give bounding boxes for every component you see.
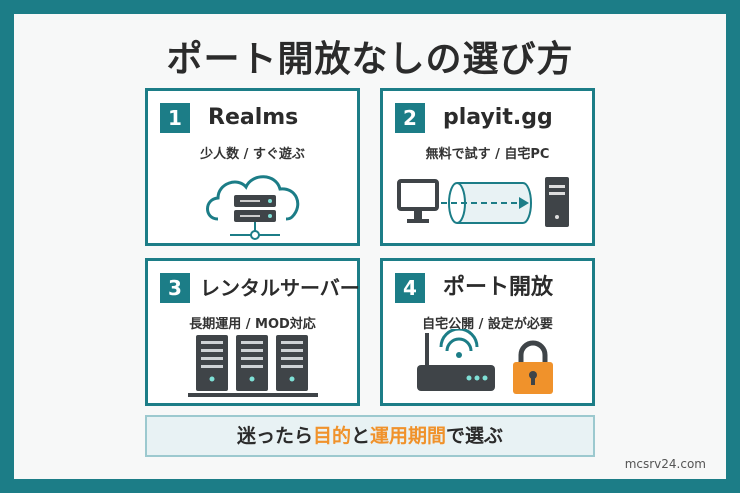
card-number: 3 [160, 273, 190, 303]
card-playit: 2 playit.gg 無料で試す / 自宅PC [380, 88, 595, 246]
card-subtitle: 無料で試す / 自宅PC [425, 147, 550, 162]
bottom-banner: 迷ったら目的と運用期間で選ぶ [145, 415, 595, 457]
card-title: Realms [208, 105, 299, 130]
page-title: ポート開放なしの選び方 [166, 39, 574, 80]
router-lock-icon [417, 329, 553, 394]
banner-highlight: 目的 [312, 425, 351, 447]
card-title: レンタルサーバー [200, 276, 360, 300]
tunnel-icon [397, 177, 569, 227]
banner-text: と [350, 425, 370, 447]
site-url: mcsrv24.com [624, 457, 706, 471]
banner-text: で選ぶ [446, 425, 504, 447]
card-title: ポート開放 [443, 275, 554, 300]
card-rental-server: 3 レンタルサーバー 長期運用 / MOD対応 [145, 258, 360, 406]
banner-text: 迷ったら [236, 425, 313, 447]
card-number: 2 [395, 103, 425, 133]
card-number: 1 [160, 103, 190, 133]
card-subtitle: 少人数 / すぐ遊ぶ [200, 147, 305, 162]
card-realms: 1 Realms 少人数 / すぐ遊ぶ [145, 88, 360, 246]
banner-highlight: 運用期間 [370, 425, 447, 447]
card-subtitle: 長期運用 / MOD対応 [189, 317, 316, 332]
cloud-server-icon [206, 175, 300, 240]
server-rack-icon [188, 335, 318, 397]
card-port-forwarding: 4 ポート開放 自宅公開 / 設定が必要 [380, 258, 595, 406]
card-number: 4 [395, 273, 425, 303]
card-title: playit.gg [443, 105, 553, 130]
